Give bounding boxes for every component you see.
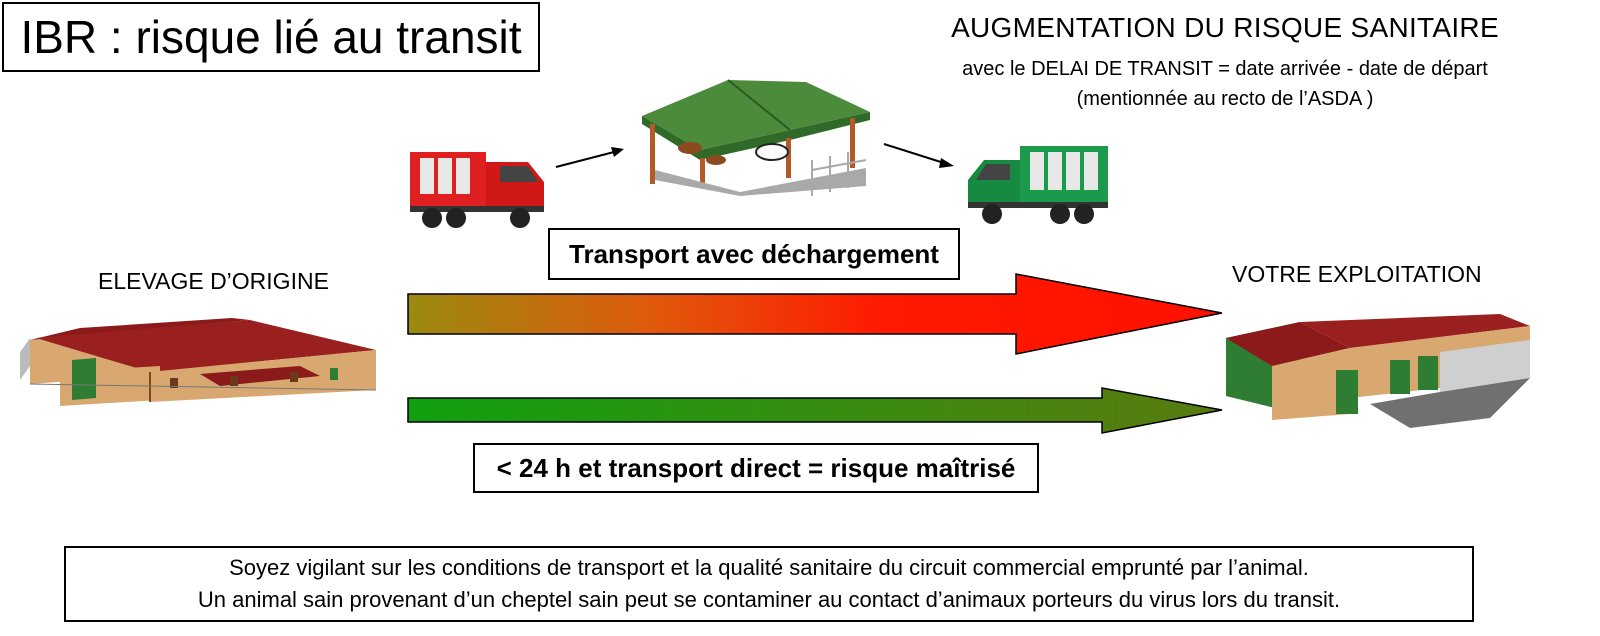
green-truck-icon: [968, 146, 1108, 224]
farm-origin-icon: [20, 318, 377, 406]
risk-line-1: avec le DELAI DE TRANSIT = date arrivée …: [962, 58, 1488, 80]
safe-arrow: [407, 387, 1223, 434]
note-line-1: Soyez vigilant sur les conditions de tra…: [229, 555, 1309, 580]
direct-transport-label: < 24 h et transport direct = risque maît…: [473, 443, 1039, 493]
destination-label: VOTRE EXPLOITATION: [1232, 261, 1482, 287]
vigilance-note: Soyez vigilant sur les conditions de tra…: [64, 546, 1474, 622]
arrow-barn-to-truck: [883, 143, 954, 168]
risk-subtitle: avec le DELAI DE TRANSIT = date arrivée …: [900, 54, 1550, 114]
red-truck-icon: [410, 152, 544, 228]
note-line-2: Un animal sain provenant d’un cheptel sa…: [197, 587, 1341, 612]
risk-heading: AUGMENTATION DU RISQUE SANITAIRE: [951, 12, 1499, 43]
farm-destination-icon: [1226, 314, 1530, 428]
risk-arrow: [407, 273, 1223, 355]
sales-barn-icon: [642, 79, 870, 196]
page-title: IBR : risque lié au transit: [2, 2, 540, 72]
transport-unload-label: Transport avec déchargement: [548, 228, 960, 280]
origin-label: ELEVAGE D’ORIGINE: [98, 268, 329, 294]
arrow-truck-to-barn: [555, 147, 624, 168]
risk-line-2: (mentionnée au recto de l’ASDA ): [1076, 88, 1374, 110]
